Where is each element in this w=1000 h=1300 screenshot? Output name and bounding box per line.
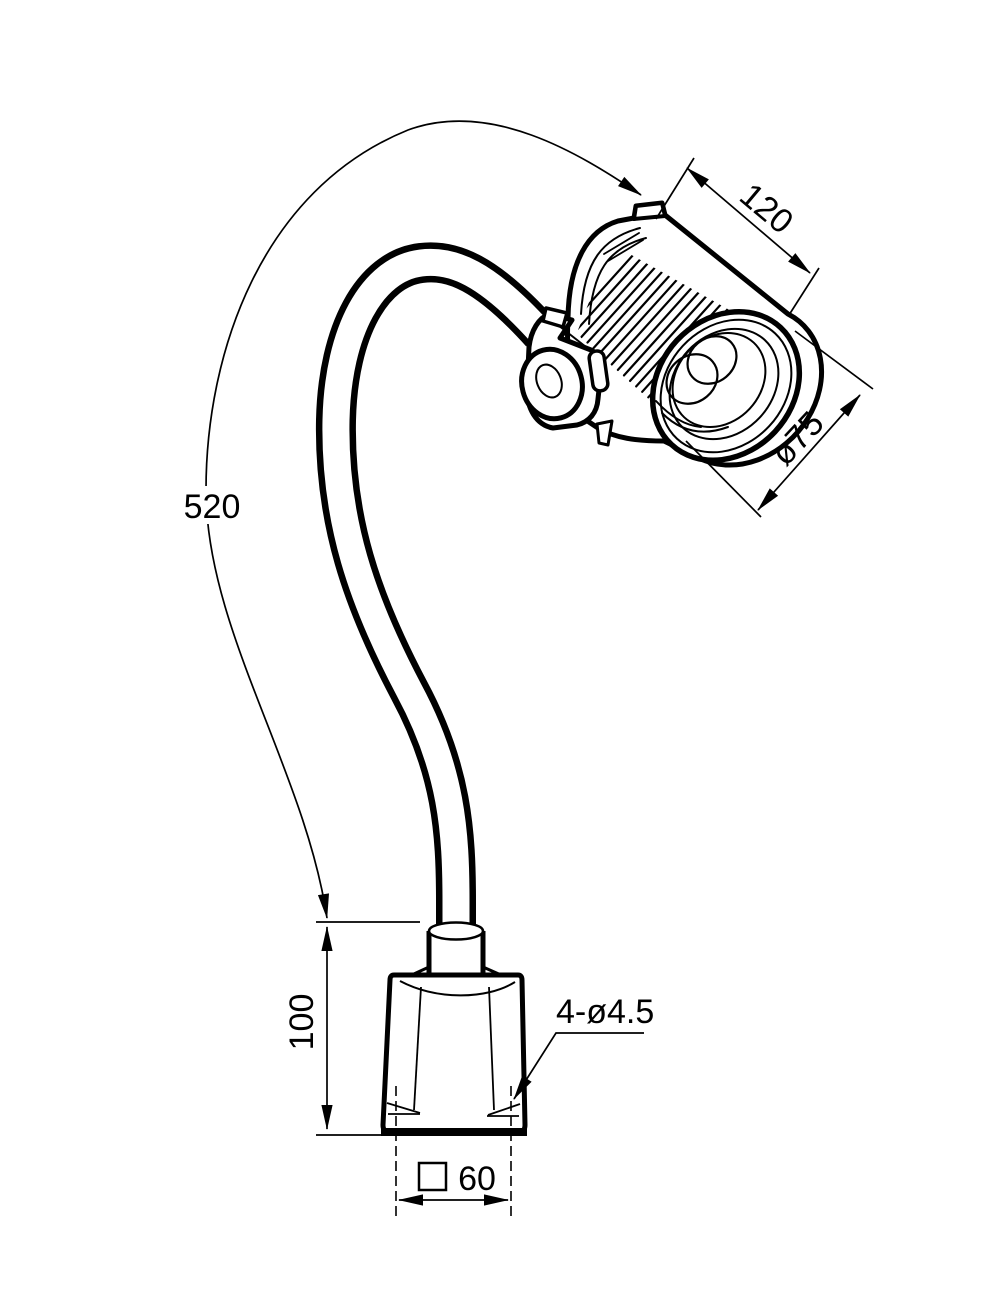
dim-520-arc	[205, 120, 642, 919]
reflector-arc-2	[655, 400, 702, 428]
dim-75-line	[757, 394, 861, 511]
lens-lower	[665, 353, 719, 405]
dim-120-line	[686, 167, 811, 274]
label-base-width: 60	[458, 1160, 496, 1198]
clamp-tab	[595, 419, 614, 447]
dimensions	[205, 120, 874, 1206]
reflector-arc-1	[661, 412, 729, 433]
dim-120-ext-2	[788, 267, 820, 316]
cavity-inner	[671, 331, 767, 429]
collar-top	[427, 921, 485, 941]
mounting-base	[380, 921, 528, 1218]
lens-upper	[686, 335, 738, 385]
dim-75-ext-1	[685, 440, 762, 518]
clamp-pin	[587, 349, 610, 393]
leader-holes	[513, 1032, 644, 1100]
label-arm-length: 520	[184, 488, 241, 526]
dim-120-ext-1	[655, 157, 695, 220]
base-interior-lines	[386, 986, 521, 1117]
gooseneck-arm	[315, 242, 556, 948]
square-symbol-icon	[417, 1161, 448, 1192]
hole-centerlines	[395, 1086, 512, 1218]
base-top-chamfer	[399, 980, 516, 997]
label-520-mask	[183, 486, 243, 524]
dim-75-ext-2	[794, 330, 874, 390]
label-head-length: 120	[732, 176, 800, 242]
label-base-height: 100	[283, 994, 321, 1051]
label-mounting-holes: 4-ø4.5	[556, 993, 654, 1031]
